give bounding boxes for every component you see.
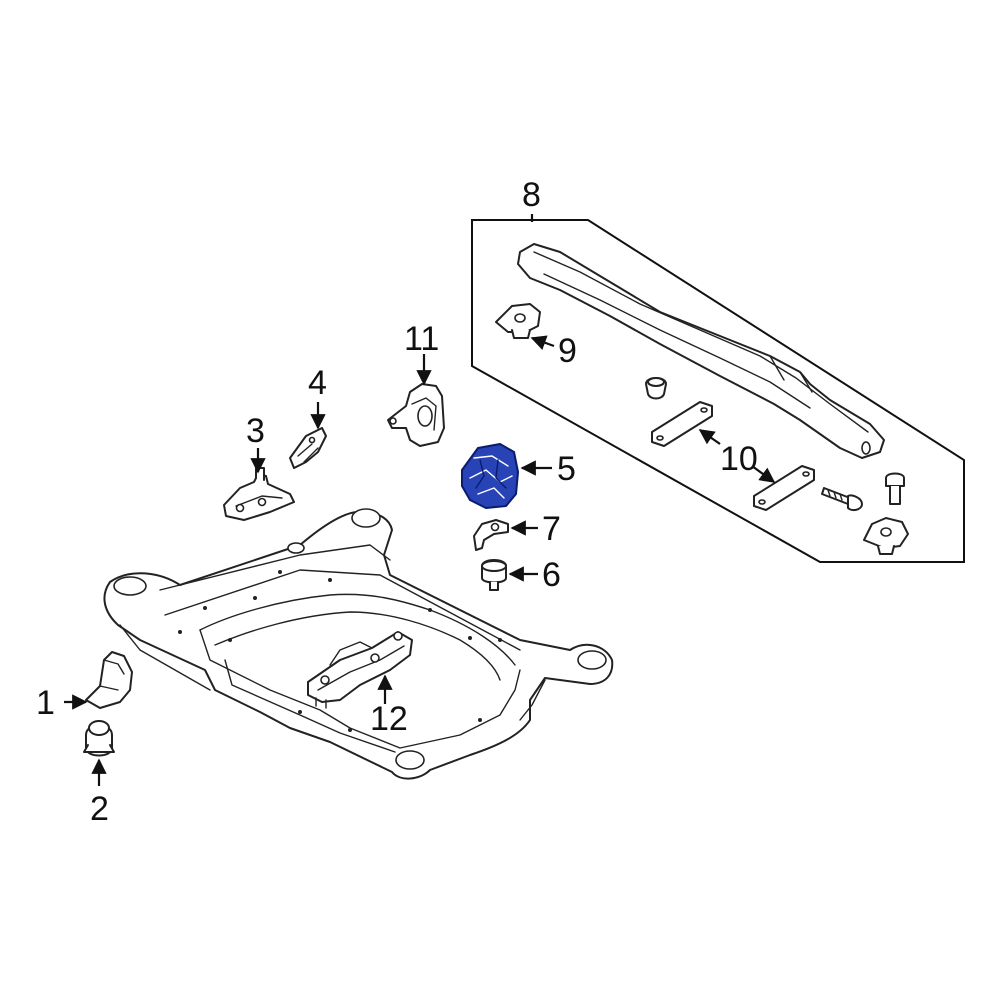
leader-lines bbox=[64, 214, 776, 786]
part-8-torque-bar[interactable] bbox=[517, 243, 885, 459]
part-10-plate-lower[interactable] bbox=[753, 465, 815, 511]
bolt-long[interactable] bbox=[821, 487, 863, 512]
mount-box-corner[interactable] bbox=[863, 517, 909, 555]
callout-6: 6 bbox=[542, 556, 561, 594]
callout-4: 4 bbox=[308, 364, 327, 402]
callout-12: 12 bbox=[370, 700, 408, 738]
part-4-bracket[interactable] bbox=[289, 427, 327, 469]
part-1-bracket[interactable] bbox=[85, 651, 133, 709]
part-3-bracket[interactable] bbox=[223, 467, 295, 521]
callout-7: 7 bbox=[542, 510, 561, 548]
callout-2: 2 bbox=[90, 790, 109, 828]
part-12-bracket[interactable] bbox=[307, 631, 413, 709]
callout-5: 5 bbox=[557, 450, 576, 488]
clip[interactable] bbox=[645, 377, 667, 400]
subframe bbox=[103, 508, 614, 780]
part-9-insulator[interactable] bbox=[495, 303, 541, 339]
callout-3: 3 bbox=[246, 412, 265, 450]
callout-11: 11 bbox=[404, 320, 439, 358]
part-11-mount[interactable] bbox=[387, 383, 445, 447]
callout-9: 9 bbox=[558, 332, 577, 370]
part-5-mount[interactable] bbox=[461, 443, 519, 509]
part-7-bracket[interactable] bbox=[473, 519, 509, 551]
callout-8: 8 bbox=[522, 176, 541, 214]
part-8-group-box bbox=[471, 219, 965, 563]
bolt-short[interactable] bbox=[885, 472, 905, 505]
part-6-bushing[interactable] bbox=[481, 559, 507, 591]
callout-10: 10 bbox=[720, 440, 758, 478]
callout-1: 1 bbox=[36, 684, 55, 722]
part-10-plate-upper[interactable] bbox=[651, 401, 713, 447]
part-2-mount[interactable] bbox=[83, 720, 115, 757]
